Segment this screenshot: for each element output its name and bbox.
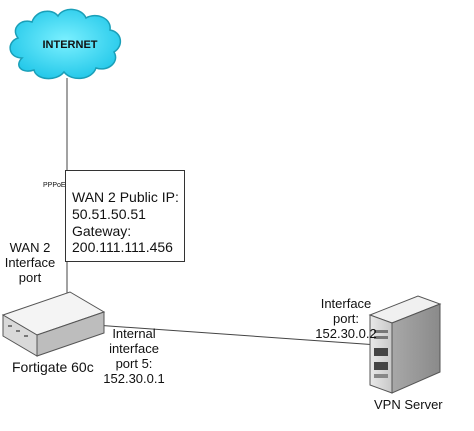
public-ip-value: 50.51.50.51 xyxy=(72,205,146,222)
router-label: Fortigate 60c xyxy=(12,359,94,375)
internal-port-label: Internal interface port 5: 152.30.0.1 xyxy=(103,326,165,386)
lan-link-line xyxy=(94,324,379,346)
server-label: VPN Server xyxy=(374,397,443,412)
vpn-server-icon xyxy=(368,295,442,394)
public-ip-label: WAN 2 Public IP: xyxy=(72,189,179,205)
fortigate-router-icon xyxy=(1,291,106,357)
wan-info-box: WAN 2 Public IP: 50.51.50.51 Gateway: 20… xyxy=(65,170,185,262)
gateway-value: 200.111.111.456 xyxy=(72,239,173,256)
internet-label: INTERNET xyxy=(42,39,98,51)
wan-port-label: WAN 2 Interface port xyxy=(4,240,56,285)
server-port-label: Interface port: 152.30.0.2 xyxy=(315,296,377,341)
pppoe-label: PPPoE xyxy=(42,182,67,189)
internet-cloud-icon xyxy=(9,8,122,80)
gateway-label: Gateway: xyxy=(72,222,132,239)
